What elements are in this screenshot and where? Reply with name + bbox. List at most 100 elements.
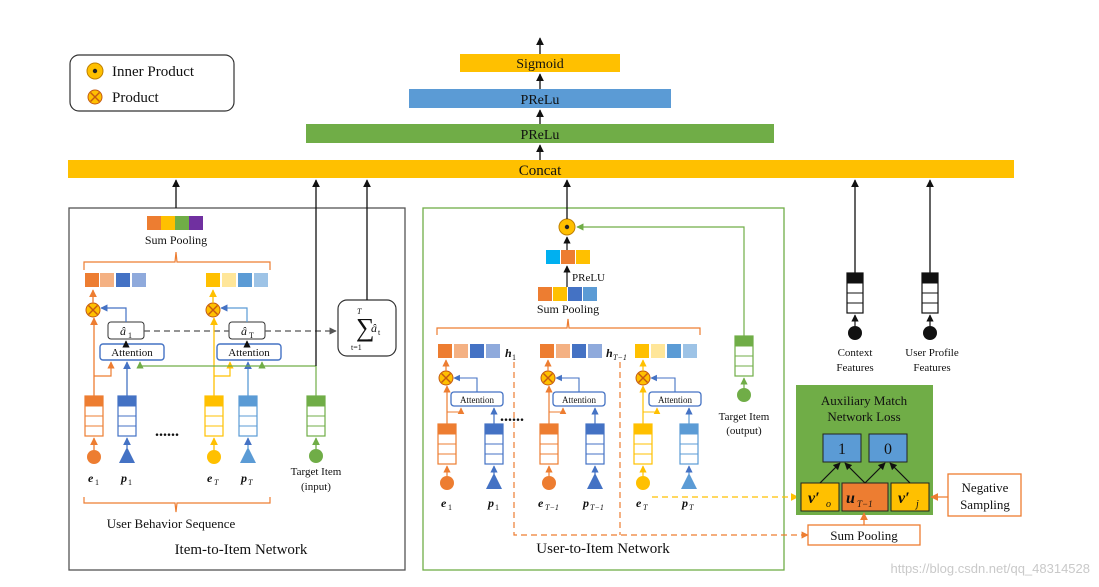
u2i-e1-label: e bbox=[441, 496, 447, 510]
i2i-sum-pooled-vector bbox=[147, 216, 203, 230]
i2i-target-label-1: Target Item bbox=[291, 466, 342, 478]
watermark: https://blog.csdn.net/qq_48314528 bbox=[891, 561, 1091, 576]
u2i-sum-pooled-vector bbox=[538, 287, 597, 301]
i2i-target-vector bbox=[306, 395, 326, 437]
i2i-sum-pooling-label: Sum Pooling bbox=[145, 233, 207, 247]
u2i-pT-label: p bbox=[681, 496, 688, 510]
i2i-p1-label: p bbox=[120, 471, 127, 485]
u2i-target-node bbox=[737, 388, 751, 402]
i2i-p1-node bbox=[119, 447, 135, 463]
i2i-eT-label: e bbox=[207, 471, 213, 485]
aux-vo-sub: o bbox=[826, 499, 831, 510]
aux-title-1: Auxiliary Match bbox=[821, 393, 908, 408]
sum-term-sub: t bbox=[378, 328, 381, 337]
u2i-product-T1-icon bbox=[540, 370, 556, 386]
aux-u-box bbox=[841, 482, 889, 512]
i2i-a1-box bbox=[107, 321, 145, 340]
i2i-attention-1 bbox=[99, 343, 165, 361]
u2i-target-vector bbox=[734, 335, 754, 377]
u2i-attention-T-label: Attention bbox=[658, 395, 692, 405]
u2i-eT1-node bbox=[542, 476, 556, 490]
product-icon bbox=[87, 89, 103, 105]
aux-vo-label: v′ bbox=[808, 490, 820, 507]
negative-sampling-box bbox=[947, 473, 1022, 517]
u2i-p1-label: p bbox=[487, 496, 494, 510]
prelu-blue-label: PReLu bbox=[521, 93, 560, 108]
legend-inner-product: Inner Product bbox=[112, 64, 195, 80]
i2i-ellipsis: ...... bbox=[155, 423, 179, 440]
i2i-attention-1-label: Attention bbox=[111, 347, 153, 359]
prelu-blue-layer bbox=[409, 89, 671, 108]
u2i-e1-node bbox=[440, 476, 454, 490]
i2i-target-label-2: (input) bbox=[301, 481, 331, 493]
aux-vj-label: v′ bbox=[898, 490, 910, 507]
sum-symbol: ∑ bbox=[356, 313, 375, 342]
i2i-behavior-brace bbox=[83, 497, 271, 513]
aux-label-zero: 0 bbox=[884, 441, 892, 458]
i2i-a1-label: â bbox=[120, 324, 126, 338]
u2i-attention-T1-label: Attention bbox=[562, 395, 596, 405]
u2i-prelu-label: PReLU bbox=[572, 272, 605, 284]
item-to-item-panel bbox=[68, 207, 406, 571]
user-to-item-panel bbox=[422, 207, 785, 571]
u2i-hT1-vector bbox=[540, 344, 602, 358]
u2i-title: User-to-Item Network bbox=[536, 541, 670, 557]
i2i-aT-label: â bbox=[241, 324, 247, 338]
i2i-pT-node bbox=[240, 447, 256, 463]
u2i-pT-sub: T bbox=[689, 503, 694, 512]
aux-vo-box bbox=[800, 482, 840, 512]
u2i-eT-node bbox=[636, 476, 650, 490]
u2i-pT1-node bbox=[587, 473, 603, 489]
legend-product: Product bbox=[112, 90, 159, 106]
context-features-label-1: Context bbox=[838, 347, 873, 359]
u2i-pT-vector bbox=[679, 423, 699, 465]
u2i-p1-sub: 1 bbox=[495, 503, 499, 512]
context-features-vector bbox=[846, 272, 864, 314]
i2i-eT-vector bbox=[204, 395, 224, 437]
i2i-title: Item-to-Item Network bbox=[175, 542, 308, 558]
u2i-inner-product-icon bbox=[558, 218, 576, 236]
u2i-ellipsis: ...... bbox=[500, 408, 524, 425]
u2i-h1-vector bbox=[438, 344, 500, 358]
i2i-e1-vector bbox=[84, 395, 104, 437]
i2i-p1-sub: 1 bbox=[128, 478, 132, 487]
u2i-pT1-label: p bbox=[582, 496, 589, 510]
u2i-h1-sub: 1 bbox=[512, 353, 516, 362]
sigmoid-layer bbox=[460, 54, 620, 72]
user-profile-features-label-1: User Profile bbox=[905, 347, 959, 359]
aux-sum-pooling-label: Sum Pooling bbox=[830, 528, 898, 543]
concat-layer bbox=[68, 160, 1014, 178]
prelu-green-label: PReLu bbox=[521, 128, 560, 143]
u2i-hT-vector bbox=[635, 344, 697, 358]
u2i-hT1-sub: T−1 bbox=[613, 353, 627, 362]
aux-u-sub: T−1 bbox=[857, 499, 873, 509]
u2i-h1-label: h bbox=[505, 346, 512, 360]
u2i-eT-sub: T bbox=[643, 503, 648, 512]
u2i-eT1-sub: T−1 bbox=[545, 503, 559, 512]
i2i-e1-node bbox=[87, 450, 101, 464]
i2i-pT-sub: T bbox=[248, 478, 253, 487]
u2i-product-1-icon bbox=[438, 370, 454, 386]
u2i-eT-vector bbox=[633, 423, 653, 465]
i2i-product-1-icon bbox=[85, 302, 101, 318]
aux-vj-sub: j bbox=[914, 499, 919, 510]
u2i-pT1-vector bbox=[585, 423, 605, 465]
u2i-e1-vector bbox=[437, 423, 457, 465]
u2i-eT1-vector bbox=[539, 423, 559, 465]
user-behavior-sequence-label: User Behavior Sequence bbox=[107, 516, 236, 531]
legend-box: Inner Product Product bbox=[69, 54, 235, 112]
i2i-pT-vector bbox=[238, 395, 258, 437]
u2i-prelu-vector bbox=[546, 250, 590, 264]
i2i-weighted-vector-1 bbox=[85, 273, 146, 287]
sum-term: â bbox=[371, 321, 377, 335]
i2i-aT-sub: T bbox=[249, 331, 254, 340]
aux-label-one: 1 bbox=[838, 441, 846, 458]
sum-upper: T bbox=[357, 307, 362, 316]
user-profile-features-node bbox=[923, 326, 937, 340]
aux-u-label: u bbox=[846, 490, 855, 507]
u2i-p1-node bbox=[486, 473, 502, 489]
u2i-product-T-icon bbox=[635, 370, 651, 386]
u2i-p1-vector bbox=[484, 423, 504, 465]
